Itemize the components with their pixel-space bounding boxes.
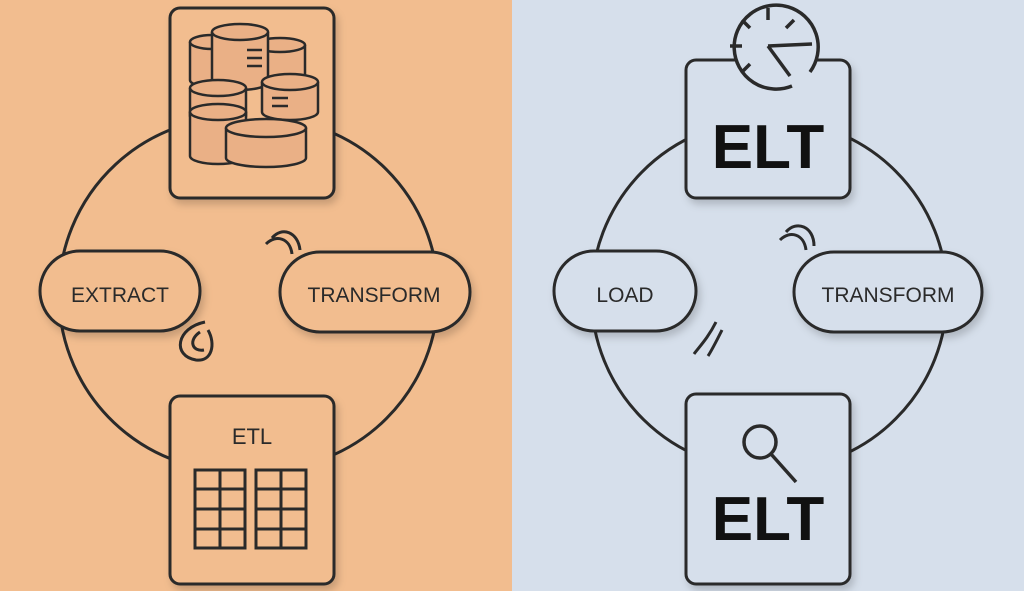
extract-pill bbox=[38, 249, 202, 333]
elt-transform-pill bbox=[792, 250, 984, 334]
etl-card-label: ETL bbox=[232, 424, 272, 449]
etl-cycle-arrow-top bbox=[264, 230, 302, 255]
etl-cycle-arrow-bottom bbox=[178, 320, 214, 362]
elt-bottom-label: ELT bbox=[712, 485, 825, 554]
load-pill bbox=[552, 249, 698, 333]
etl-bottom-card bbox=[168, 394, 336, 586]
clock-icon bbox=[730, 3, 820, 91]
elt-cycle-arrow-top bbox=[778, 224, 816, 251]
etl-transform-label: TRANSFORM bbox=[308, 284, 441, 307]
elt-top-label: ELT bbox=[712, 113, 825, 182]
table-grid-icon bbox=[193, 468, 308, 550]
magnifier-icon bbox=[742, 424, 798, 484]
elt-transform-label: TRANSFORM bbox=[822, 284, 955, 307]
elt-bottom-card bbox=[684, 392, 852, 586]
etl-transform-pill bbox=[278, 250, 472, 334]
database-stack-icon bbox=[188, 22, 320, 169]
elt-cycle-arrow-bottom bbox=[692, 321, 724, 357]
load-label: LOAD bbox=[596, 284, 653, 307]
extract-label: EXTRACT bbox=[71, 284, 169, 307]
